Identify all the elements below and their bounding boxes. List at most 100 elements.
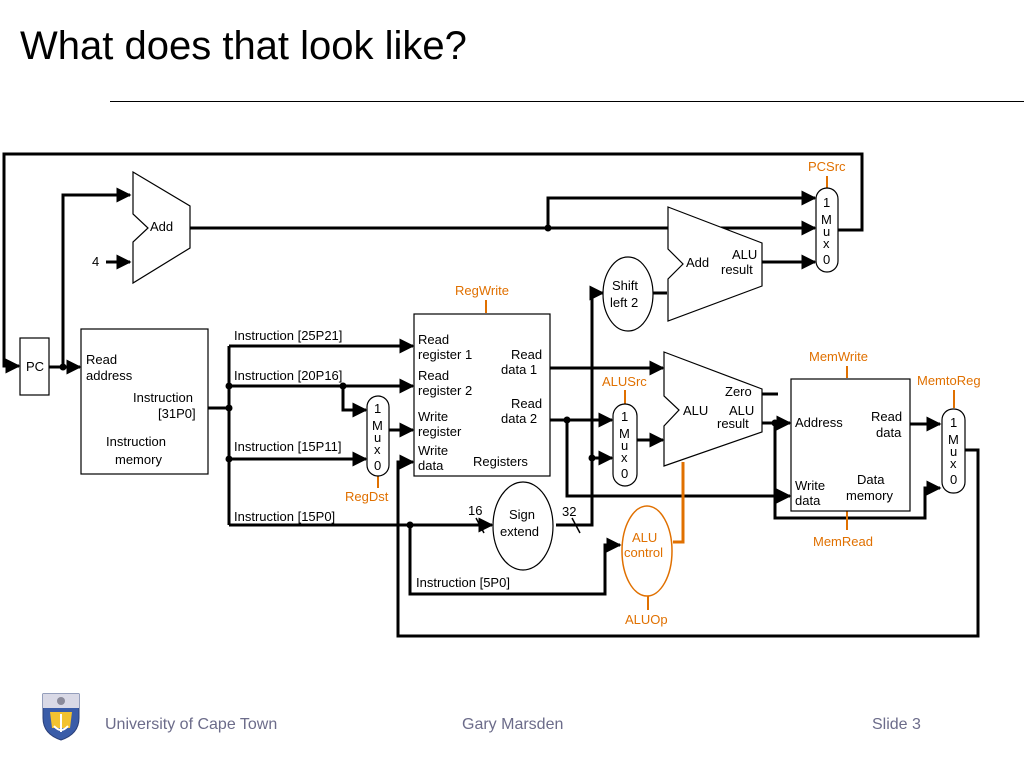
alu-result-label-1: ALU xyxy=(729,403,754,418)
memtoreg-mux: 1 M u x 0 xyxy=(941,408,966,494)
aluop-label: ALUOp xyxy=(625,612,668,627)
mux-label-1: 1 xyxy=(621,409,628,424)
data-wires xyxy=(2,152,980,638)
field-5-0: Instruction [5P0] xyxy=(416,575,510,590)
reg-read-register-1a: Read xyxy=(418,332,449,347)
mux-label-x: x xyxy=(823,236,830,251)
mux-label-u: u xyxy=(950,444,957,459)
reg-write-register-a: Write xyxy=(418,409,448,424)
alusrc-mux: 1 M u x 0 xyxy=(612,403,638,487)
junction-dots xyxy=(59,224,779,529)
pcsrc-mux: 1 M u x 0 xyxy=(815,187,839,273)
branch-adder: Add ALU result xyxy=(667,206,763,322)
mux-label-x: x xyxy=(374,442,381,457)
dmem-name-2: memory xyxy=(846,488,893,503)
dmem-read-data-2: data xyxy=(876,425,902,440)
alu-zero-label: Zero xyxy=(725,384,752,399)
regwrite-label: RegWrite xyxy=(455,283,509,298)
reg-read-data-1a: Read xyxy=(511,347,542,362)
reg-name: Registers xyxy=(473,454,528,469)
pcsrc-label: PCSrc xyxy=(808,159,846,174)
mux-label-1: 1 xyxy=(950,415,957,430)
regdst-label: RegDst xyxy=(345,489,389,504)
field-15-0: Instruction [15P0] xyxy=(234,509,335,524)
dmem-address-label: Address xyxy=(795,415,843,430)
mux-label-m: M xyxy=(948,432,959,447)
uct-crest-icon xyxy=(42,693,80,741)
datapath-diagram: PC Add 4 Add ALU result Shift left 2 Rea… xyxy=(2,152,981,638)
title-divider xyxy=(110,101,1024,102)
constant-four: 4 xyxy=(92,254,99,269)
pc-label: PC xyxy=(26,359,44,374)
branch-adder-result-label-1: ALU xyxy=(732,247,757,262)
imem-read-address-2: address xyxy=(86,368,133,383)
pc-adder-label: Add xyxy=(150,219,173,234)
memread-label: MemRead xyxy=(813,534,873,549)
memtoreg-label: MemtoReg xyxy=(917,373,981,388)
field-25-21: Instruction [25P21] xyxy=(234,328,342,343)
control-wires xyxy=(377,176,955,610)
program-counter: PC xyxy=(19,337,50,396)
mux-label-x: x xyxy=(621,450,628,465)
reg-read-register-2a: Read xyxy=(418,368,449,383)
mux-label-0: 0 xyxy=(823,252,830,267)
reg-read-register-1b: register 1 xyxy=(418,347,472,362)
mux-label-x: x xyxy=(950,456,957,471)
footer-university: University of Cape Town xyxy=(105,716,278,733)
imem-read-address-1: Read xyxy=(86,352,117,367)
imem-name-1: Instruction xyxy=(106,434,166,449)
footer-slide-number: Slide 3 xyxy=(872,716,921,733)
alusrc-label: ALUSrc xyxy=(602,374,647,389)
reg-write-register-b: register xyxy=(418,424,462,439)
reg-write-data-a: Write xyxy=(418,443,448,458)
main-alu: ALU Zero ALU result xyxy=(663,351,763,467)
sign-extend-label-2: extend xyxy=(500,524,539,539)
mux-label-m: M xyxy=(619,426,630,441)
mux-label-u: u xyxy=(374,430,381,445)
reg-read-data-2a: Read xyxy=(511,396,542,411)
pc-adder: Add xyxy=(132,170,191,285)
mux-label-u: u xyxy=(823,224,830,239)
mux-label-m: M xyxy=(372,418,383,433)
regdst-mux: 1 M u x 0 xyxy=(366,395,390,477)
bits-in-label: 16 xyxy=(468,503,482,518)
imem-instruction-1: Instruction xyxy=(133,390,193,405)
imem-name-2: memory xyxy=(115,452,162,467)
field-15-11: Instruction [15P11] xyxy=(234,439,341,454)
reg-read-register-2b: register 2 xyxy=(418,383,472,398)
sign-extend: Sign extend xyxy=(492,481,554,571)
shift-label-1: Shift xyxy=(612,278,638,293)
memwrite-label: MemWrite xyxy=(809,349,868,364)
sign-extend-label-1: Sign xyxy=(509,507,535,522)
mux-label-m: M xyxy=(821,212,832,227)
alu-control-label-2: control xyxy=(624,545,663,560)
field-20-16: Instruction [20P16] xyxy=(234,368,342,383)
footer-author: Gary Marsden xyxy=(462,716,564,733)
mux-label-0: 0 xyxy=(374,458,381,473)
alu-control-label-1: ALU xyxy=(632,530,657,545)
branch-adder-result-label-2: result xyxy=(721,262,753,277)
dmem-read-data-1: Read xyxy=(871,409,902,424)
mux-label-0: 0 xyxy=(621,466,628,481)
mux-label-u: u xyxy=(621,438,628,453)
alu-result-label-2: result xyxy=(717,416,749,431)
mux-label-0: 0 xyxy=(950,472,957,487)
alu-control: ALU control xyxy=(621,505,673,597)
reg-read-data-2b: data 2 xyxy=(501,411,537,426)
mux-label-1: 1 xyxy=(374,401,381,416)
dmem-name-1: Data xyxy=(857,472,885,487)
register-file: Read register 1 Read register 2 Write re… xyxy=(413,313,551,477)
imem-instruction-2: [31P0] xyxy=(158,406,196,421)
shift-label-2: left 2 xyxy=(610,295,638,310)
mux-label-1: 1 xyxy=(823,195,830,210)
data-memory: Address Read data Write data Data memory xyxy=(790,378,911,512)
reg-read-data-1b: data 1 xyxy=(501,362,537,377)
instruction-memory: Read address Instruction [31P0] Instruct… xyxy=(80,328,209,475)
branch-adder-label: Add xyxy=(686,255,709,270)
shift-left-2: Shift left 2 xyxy=(602,256,654,332)
alu-label: ALU xyxy=(683,403,708,418)
dmem-write-data-1: Write xyxy=(795,478,825,493)
dmem-write-data-2: data xyxy=(795,493,821,508)
footer: University of Cape Town Gary Marsden Sli… xyxy=(0,693,1024,750)
slide-title: What does that look like? xyxy=(20,24,467,68)
